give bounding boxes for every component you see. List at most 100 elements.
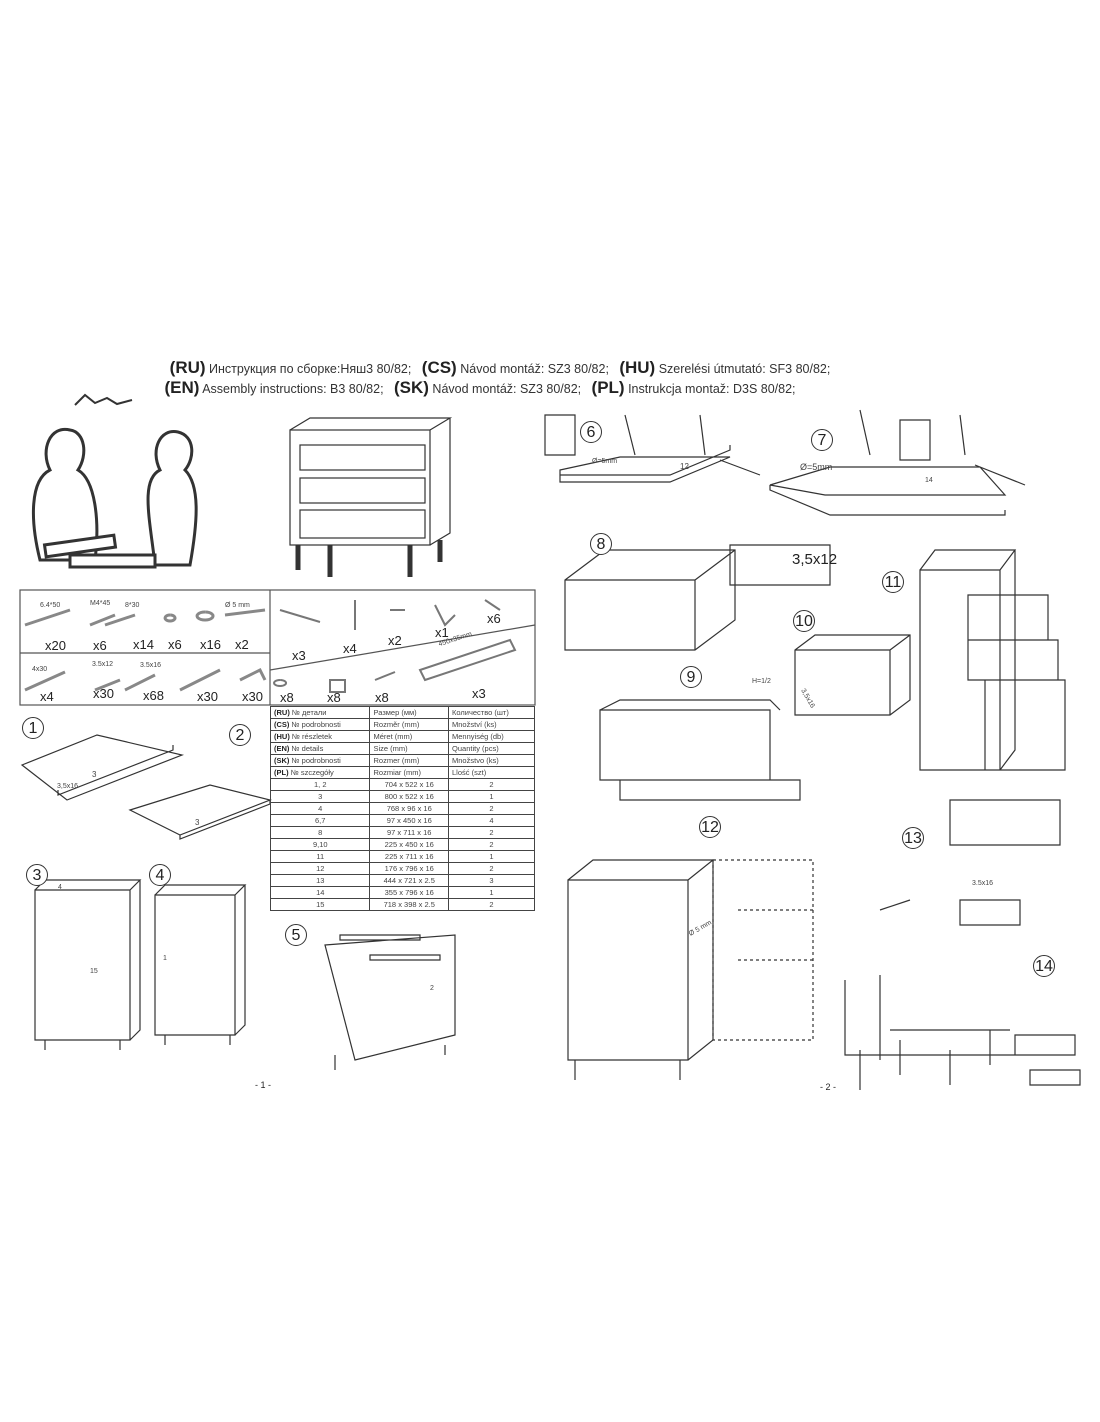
hardware-qty: x30 <box>242 689 263 704</box>
title-line-2: (EN) Assembly instructions: B3 80/82; (S… <box>80 378 880 398</box>
lang-code: (CS) <box>421 358 457 377</box>
part-label: 12 <box>680 462 689 471</box>
detail-cell: (HU) № részletek <box>269 730 371 743</box>
detail-cell: (EN) № details <box>269 742 371 755</box>
screw-size-label: 3,5x16 <box>57 783 79 790</box>
hardware-qty: x6 <box>168 637 182 652</box>
hardware-qty: x30 <box>197 689 218 704</box>
drill-diameter-label: Ø=5mm <box>800 462 833 472</box>
hardware-qty: x30 <box>93 686 114 701</box>
hardware-qty: x14 <box>133 637 154 652</box>
qty-cell: Количество (шт) <box>448 706 535 719</box>
page-number: - 1 - <box>255 1080 272 1090</box>
size-cell: Rozměr (mm) <box>369 718 450 731</box>
hardware-qty: x68 <box>143 688 164 703</box>
title-text: Szerelési útmutató: SF3 80/82; <box>658 362 831 376</box>
hardware-qty: x6 <box>487 611 501 626</box>
part-label: 2 <box>430 985 434 992</box>
step-number: 13 <box>902 827 924 849</box>
title-text: Návod montáž: SZ3 80/82; <box>432 382 582 396</box>
qty-cell: 3 <box>448 874 535 887</box>
hardware-qty: x16 <box>200 637 221 652</box>
step-number: 8 <box>590 533 612 555</box>
qty-cell: Množství (ks) <box>448 718 535 731</box>
detail-cell: (RU) № детали <box>269 706 371 719</box>
hardware-qty: x2 <box>388 633 402 648</box>
part-no-cell: 6,7 <box>269 814 371 827</box>
part-no-cell: 4 <box>269 802 371 815</box>
hardware-qty: x4 <box>343 641 357 656</box>
qty-cell: 2 <box>448 838 535 851</box>
hardware-qty: x6 <box>93 638 107 653</box>
drill-diameter-label: Ø=5mm <box>592 458 618 465</box>
qty-cell: 2 <box>448 862 535 875</box>
detail-cell: (SK) № podrobnosti <box>269 754 371 767</box>
hardware-qty: x8 <box>280 690 294 705</box>
size-cell: 718 x 398 x 2.5 <box>369 898 450 911</box>
part-no-cell: 1, 2 <box>269 778 371 791</box>
qty-cell: Množstvo (ks) <box>448 754 535 767</box>
screw-size-label: 3.5x16 <box>972 880 994 887</box>
qty-cell: 1 <box>448 850 535 863</box>
step-number: 12 <box>699 816 721 838</box>
hardware-label: 3.5x16 <box>140 662 162 669</box>
hardware-qty: x8 <box>327 690 341 705</box>
height-label: H=1/2 <box>752 678 771 685</box>
cabinet-3d-illustration <box>289 417 453 577</box>
lang-code: (PL) <box>591 378 625 397</box>
size-cell: 97 x 711 x 16 <box>369 826 450 839</box>
size-cell: Méret (mm) <box>369 730 450 743</box>
hardware-label: 3.5x12 <box>92 661 114 668</box>
hardware-box <box>19 589 536 706</box>
size-cell: 225 x 450 x 16 <box>369 838 450 851</box>
size-cell: 444 x 721 x 2.5 <box>369 874 450 887</box>
size-cell: 225 x 711 x 16 <box>369 850 450 863</box>
title-text: Návod montáž: SZ3 80/82; <box>460 362 609 376</box>
part-no-cell: 15 <box>269 898 371 911</box>
qty-cell: 2 <box>448 778 535 791</box>
title-text: Assembly instructions: B3 80/82; <box>202 382 384 396</box>
size-cell: 355 x 796 x 16 <box>369 886 450 899</box>
size-cell: 768 x 96 x 16 <box>369 802 450 815</box>
size-cell: 704 x 522 x 16 <box>369 778 450 791</box>
qty-cell: 2 <box>448 898 535 911</box>
title-text: Инструкция по сборке:Няш3 80/82; <box>209 362 412 376</box>
part-no-cell: 3 <box>269 790 371 803</box>
qty-cell: 1 <box>448 790 535 803</box>
step-number: 2 <box>229 724 251 746</box>
part-no-cell: 13 <box>269 874 371 887</box>
title-text: Instrukcja montaž: D3S 80/82; <box>628 382 796 396</box>
part-label: 1 <box>163 955 167 962</box>
part-no-cell: 9,10 <box>269 838 371 851</box>
hardware-label: 4x30 <box>32 666 48 673</box>
hardware-label: 8*30 <box>125 602 140 609</box>
step-number: 14 <box>1033 955 1055 977</box>
part-no-cell: 12 <box>269 862 371 875</box>
size-cell: Rozmiar (mm) <box>369 766 450 779</box>
hardware-label: M4*45 <box>90 600 111 607</box>
part-label: 15 <box>90 968 98 975</box>
part-label: 4 <box>58 884 62 891</box>
lang-code: (HU) <box>619 358 656 377</box>
screw-size-label: 3,5x12 <box>792 551 838 568</box>
step-number: 5 <box>285 924 307 946</box>
hardware-label: Ø 5 mm <box>225 602 250 609</box>
hardware-qty: x20 <box>45 638 66 653</box>
hardware-label: 6.4*50 <box>40 602 61 609</box>
step-number: 11 <box>882 571 904 593</box>
size-cell: Size (mm) <box>369 742 450 755</box>
hardware-qty: x4 <box>40 689 54 704</box>
hardware-qty: x1 <box>435 625 449 640</box>
size-cell: 800 x 522 x 16 <box>369 790 450 803</box>
